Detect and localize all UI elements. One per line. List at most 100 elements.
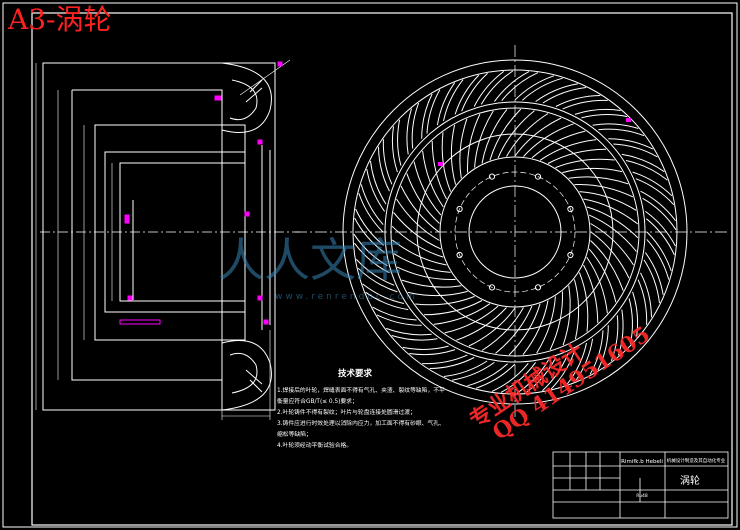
outer-blade-edge — [355, 259, 395, 286]
outer-blade — [640, 272, 652, 318]
section-step-1b — [71, 90, 222, 381]
outer-blade — [473, 70, 505, 107]
bolt-hole — [567, 251, 574, 259]
outer-blade — [391, 335, 438, 341]
outer-blade — [597, 325, 609, 371]
bolt-hole — [534, 284, 542, 291]
inner-frame — [31, 12, 733, 526]
outer-blade — [550, 349, 576, 390]
watermark-center: 人人文库 — [218, 233, 402, 287]
outer-blade-edge — [610, 315, 619, 362]
inner-blade — [497, 110, 535, 159]
notes-line: 4.叶轮须经动平衡试验合格。 — [277, 441, 352, 449]
outer-blade — [358, 192, 384, 233]
outer-blade — [406, 108, 412, 155]
outer-blade — [574, 338, 594, 382]
inner-blade — [523, 123, 574, 157]
outer-blade — [644, 252, 664, 295]
outer-blade-edge — [385, 327, 432, 336]
inner-blade — [406, 173, 440, 224]
outer-blade-edge — [628, 298, 633, 345]
outer-blade — [535, 83, 578, 103]
marker — [626, 118, 631, 122]
outer-blade — [376, 314, 422, 326]
outer-blade-edge — [501, 72, 539, 102]
bolt-holes — [456, 173, 574, 291]
bore-circle — [468, 185, 562, 279]
outer-blade-edge — [443, 360, 488, 377]
inner-blade — [549, 291, 563, 351]
outer-blade — [436, 82, 456, 126]
marker — [124, 214, 130, 224]
watermark-sub: www.renrendoc.com — [275, 292, 418, 302]
title-block — [552, 451, 729, 519]
outer-blade-edge — [589, 330, 604, 375]
inner-blade — [444, 305, 499, 334]
inner-blade — [468, 307, 516, 347]
inner-blade — [474, 110, 494, 168]
inner-blade — [536, 296, 556, 354]
inner-blade — [539, 139, 597, 161]
notes-line: 2.叶轮铸件不得有裂纹；叶片与轮盘连接处圆滑过渡； — [277, 408, 416, 416]
outer-rim-circle-2 — [352, 69, 678, 395]
outer-blade-edge — [480, 70, 514, 105]
inner-blade — [514, 117, 562, 157]
outer-blade — [357, 267, 398, 293]
inner-blade — [422, 150, 444, 208]
outer-blade — [592, 123, 639, 129]
outer-blade — [354, 217, 385, 254]
inner-blade — [568, 176, 629, 185]
school-name: 机械设计制造及其自动化专业 — [667, 457, 726, 464]
blade-band-inner — [384, 101, 646, 363]
inner-blade — [590, 231, 630, 279]
hub-circle — [439, 156, 591, 308]
inner-blade — [413, 161, 442, 216]
inner-blade — [555, 158, 615, 169]
outer-blade-edge — [581, 114, 628, 119]
inner-blade — [506, 113, 549, 157]
blade-arc-top-inner — [229, 79, 258, 121]
bolt-hole — [456, 251, 463, 259]
outer-blade-edge — [542, 87, 587, 104]
outer-blade-edge — [372, 306, 417, 321]
outer-blade-edge — [382, 139, 393, 185]
inner-blade — [583, 264, 599, 324]
notes-line: 1.焊接后的叶轮，焊缝表面不得有气孔、夹渣、裂纹等缺陷，不平 — [277, 386, 445, 394]
bolt-hole — [488, 284, 496, 291]
hatch — [245, 87, 263, 103]
inner-blade — [415, 295, 475, 306]
notes-line: 缩松等缺陷； — [277, 430, 312, 438]
header-right: Rimifk.b Hebeli — [621, 459, 663, 465]
outer-blade-edge — [422, 354, 468, 365]
page-title: A3-涡轮 — [8, 3, 112, 36]
inner-blade — [588, 214, 637, 252]
inner-blade — [407, 290, 468, 297]
inner-blade — [393, 253, 451, 273]
inner-blade — [396, 198, 440, 241]
title-block-frame — [552, 451, 729, 519]
marker — [257, 139, 263, 145]
bolt-circle — [454, 171, 576, 293]
inner-blade — [590, 240, 624, 291]
outer-blade-edge — [635, 178, 675, 205]
inner-blade — [400, 185, 440, 233]
inner-blade — [588, 248, 617, 303]
outer-blade-edge — [360, 184, 384, 225]
bolt-hole — [534, 173, 542, 180]
outer-blade-edge — [516, 359, 550, 394]
inner-blade — [481, 307, 524, 351]
hatch — [249, 79, 263, 93]
notes-line: 衡量应符合GB/T(≤ 0.5)要求； — [277, 397, 358, 405]
inner-blade — [481, 108, 508, 164]
outer-blade — [525, 357, 557, 394]
outer-blade-edge — [646, 239, 670, 280]
outer-blade-set — [353, 70, 677, 394]
section-step-1 — [72, 89, 223, 410]
outer-blade-edge — [562, 99, 608, 110]
outer-blade — [493, 71, 530, 102]
outer-blade — [514, 75, 555, 101]
outer-blade — [555, 95, 601, 107]
outer-blade-edge — [467, 363, 508, 387]
outer-blade-edge — [461, 72, 488, 112]
